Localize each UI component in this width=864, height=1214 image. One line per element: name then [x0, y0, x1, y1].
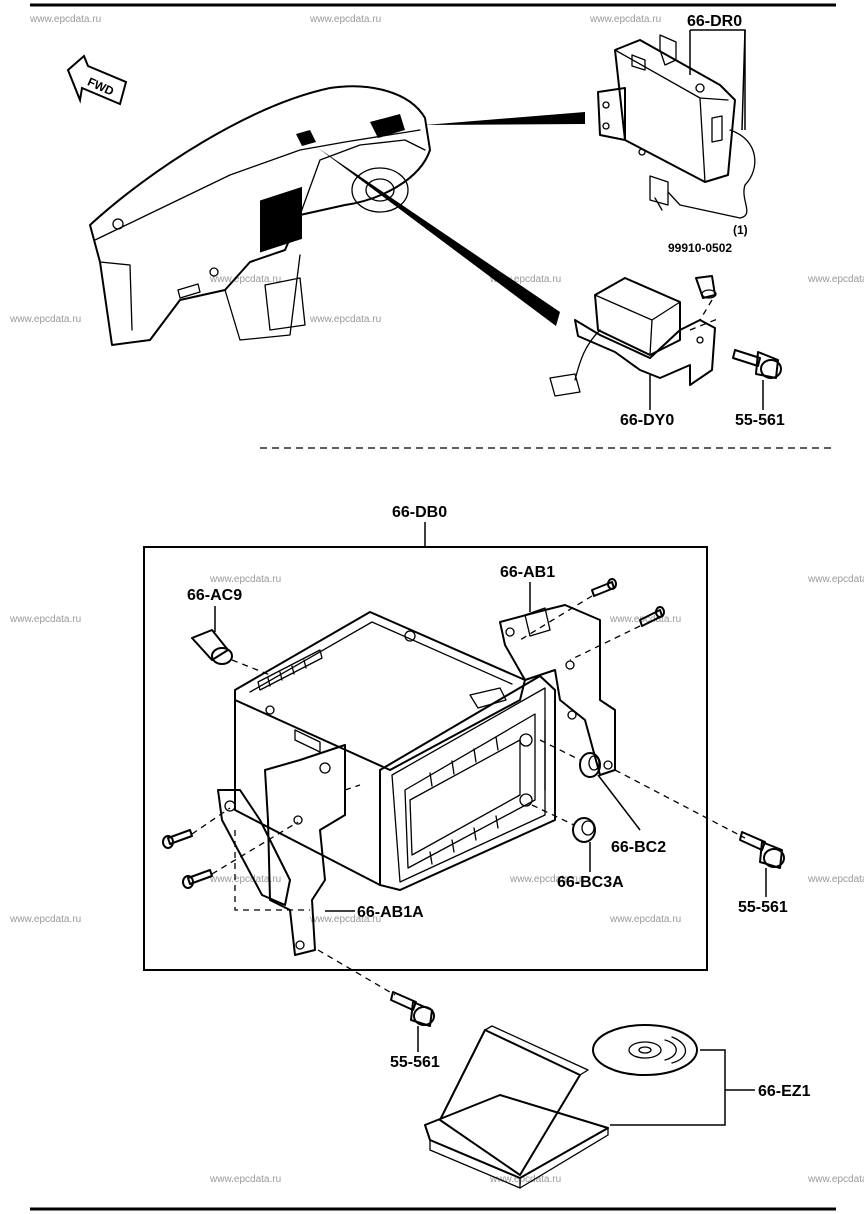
watermark: www.epcdata.ru: [609, 614, 681, 625]
module-66-dy0: [549, 277, 721, 397]
callout-66-bc2: 66-BC2: [611, 839, 666, 856]
leader-dr0: [689, 29, 746, 131]
watermark: www.epcdata.ru: [509, 874, 581, 885]
screw-top-2: [569, 606, 665, 661]
callout-66-dy0: 66-DY0: [620, 412, 674, 429]
callout-66-bc3a: 66-BC3A: [557, 874, 624, 891]
watermark: www.epcdata.ru: [209, 1174, 281, 1185]
bolt-55-561-bottom: [317, 949, 435, 1027]
callout-qty: (1): [733, 223, 748, 237]
watermark: www.epcdata.ru: [309, 914, 381, 925]
callout-66-dr0: 66-DR0: [687, 13, 742, 30]
fwd-arrow-icon: FWD: [66, 54, 128, 106]
callout-66-ab1a: 66-AB1A: [357, 904, 424, 921]
screw-left-1: [162, 807, 231, 849]
callout-55-561-top: 55-561: [735, 412, 785, 429]
callout-55-561-right: 55-561: [738, 899, 788, 916]
watermark: www.epcdata.ru: [609, 914, 681, 925]
screw-top-1: [519, 578, 617, 641]
watermarks: www.epcdata.ru www.epcdata.ru www.epcdat…: [9, 14, 864, 1185]
watermark: www.epcdata.ru: [29, 14, 101, 25]
callout-66-ab1: 66-AB1: [500, 564, 555, 581]
callout-66-db0: 66-DB0: [392, 504, 447, 521]
leader-ez1: [610, 1049, 726, 1126]
watermark: www.epcdata.ru: [807, 874, 864, 885]
dashed-guide: [344, 784, 361, 791]
head-unit: [234, 611, 556, 891]
callout-66-ac9: 66-AC9: [187, 587, 242, 604]
watermark: www.epcdata.ru: [309, 14, 381, 25]
callout-66-ez1: 66-EZ1: [758, 1083, 811, 1100]
manual-and-disc-66-ez1: [424, 1024, 698, 1189]
knob-66-bc3a: [531, 804, 596, 843]
dashboard-illustration: [89, 85, 585, 346]
bolt-55-561-right: [614, 769, 785, 869]
watermark: www.epcdata.ru: [209, 874, 281, 885]
knob-66-bc2: [539, 739, 601, 778]
watermark: www.epcdata.ru: [9, 314, 81, 325]
module-66-dr0: [597, 34, 756, 219]
bolt-55-561-top: [732, 349, 782, 379]
callout-55-561-bottom: 55-561: [390, 1054, 440, 1071]
dashed-guide: [234, 830, 310, 911]
watermark: www.epcdata.ru: [209, 274, 281, 285]
screw-left-2: [182, 821, 299, 889]
assembly-box-66-db0: [143, 546, 708, 971]
bulb-99910-0502: [695, 275, 717, 321]
watermark: www.epcdata.ru: [807, 1174, 864, 1185]
watermark: www.epcdata.ru: [489, 1174, 561, 1185]
watermark: www.epcdata.ru: [9, 614, 81, 625]
watermark: www.epcdata.ru: [807, 574, 864, 585]
bracket-66-ab1a: [217, 744, 346, 956]
watermark: www.epcdata.ru: [489, 274, 561, 285]
watermark: www.epcdata.ru: [9, 914, 81, 925]
callout-99910-0502: 99910-0502: [668, 241, 732, 255]
watermark: www.epcdata.ru: [807, 274, 864, 285]
watermark: www.epcdata.ru: [309, 314, 381, 325]
leader-bc2: [597, 774, 641, 831]
bracket-66-ab1: [499, 604, 616, 776]
bulb-66-ac9: [191, 629, 271, 676]
watermark: www.epcdata.ru: [589, 14, 661, 25]
watermark: www.epcdata.ru: [209, 574, 281, 585]
